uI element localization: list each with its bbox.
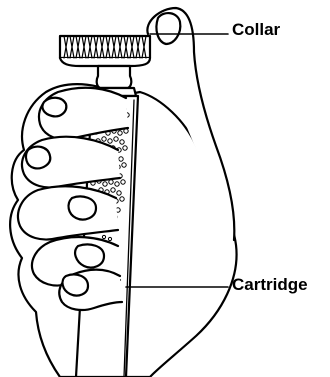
collar-label: Collar: [232, 21, 280, 38]
cartridge-label: Cartridge: [232, 276, 308, 293]
ring-finger: [18, 186, 118, 239]
thumbnail: [156, 13, 180, 44]
collar-stem: [97, 66, 132, 88]
collar-knob: [60, 36, 150, 66]
